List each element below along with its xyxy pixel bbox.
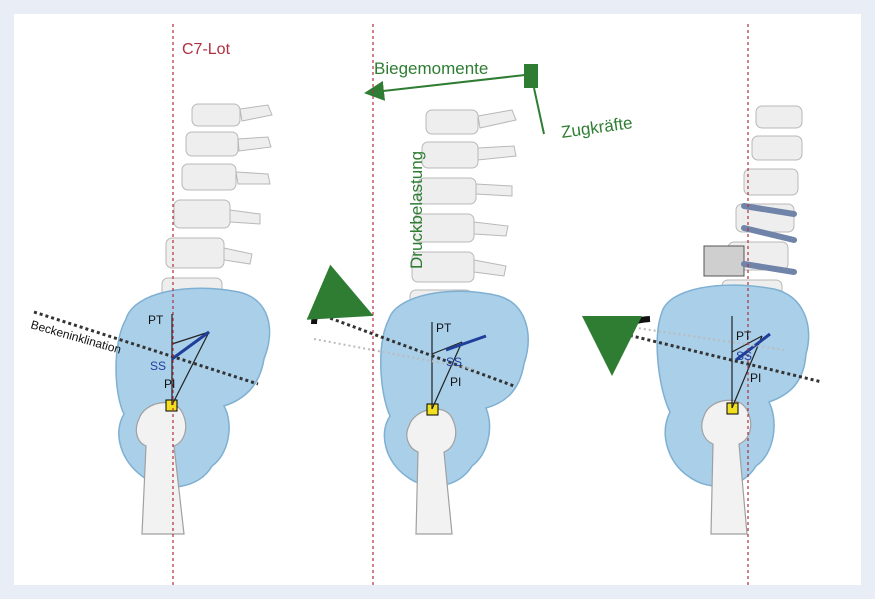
figure-frame: C7-Lot Biegemomente Zugkräfte Druckbelas… xyxy=(14,14,861,585)
pt-label-2: PT xyxy=(436,321,452,335)
pi-label-3: PI xyxy=(750,371,761,385)
pt-label-1: PT xyxy=(148,313,164,327)
rotation-arrow-2 xyxy=(314,302,346,324)
pt-label-3: PT xyxy=(736,329,752,343)
pi-label-1: PI xyxy=(164,377,175,391)
zugkraefte-label: Zugkräfte xyxy=(560,113,634,142)
rotation-arrow-3 xyxy=(612,319,650,346)
force-symbol-icon xyxy=(524,64,538,88)
spine-pelvis-diagram: C7-Lot Biegemomente Zugkräfte Druckbelas… xyxy=(14,14,861,585)
druckbelastung-label: Druckbelastung xyxy=(407,151,426,269)
ss-label-1: SS xyxy=(150,359,166,373)
panel-3 xyxy=(612,24,822,585)
panel-1 xyxy=(34,24,272,585)
panel-2 xyxy=(314,24,544,585)
pelvis-1 xyxy=(116,288,270,487)
lumbar-spine-1 xyxy=(162,104,272,308)
cage-implant xyxy=(704,246,744,276)
biegemomente-label: Biegemomente xyxy=(374,59,488,78)
zugkraefte-line xyxy=(534,88,544,134)
pi-label-2: PI xyxy=(450,375,461,389)
ss-label-2: SS xyxy=(446,355,462,369)
c7-lot-label: C7-Lot xyxy=(182,41,231,58)
ss-label-3: SS xyxy=(736,349,752,363)
